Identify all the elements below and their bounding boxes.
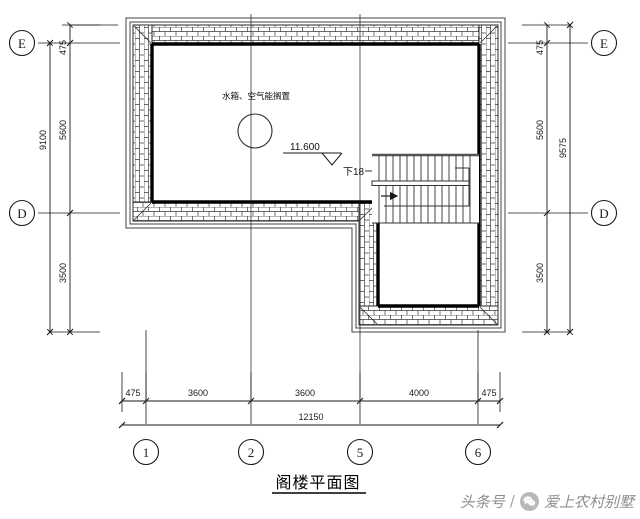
watermark-account: 爱上农村别墅 — [543, 492, 634, 511]
bottom-dimension-chain: 475 3600 3600 4000 475 12150 — [118, 388, 504, 429]
room-label-water-tank: 水箱、空气能搁置 — [222, 91, 291, 102]
right-dim-475: 475 — [535, 40, 545, 55]
water-tank-symbol — [237, 113, 273, 149]
drawing-title: 阁楼平面图 — [272, 473, 366, 494]
bottom-dim-475-left: 475 — [125, 388, 140, 398]
grid-bubble-2[interactable]: 2 — [237, 438, 265, 466]
bottom-dim-475-right: 475 — [481, 388, 496, 398]
grid-bubble-6-label: 6 — [475, 445, 482, 460]
watermark-separator: / — [509, 492, 515, 510]
right-dim-total-9575: 9575 — [558, 138, 568, 158]
eaves-outline — [125, 17, 506, 333]
elevation-value: 11.600 — [290, 142, 320, 153]
staircase: 下18 — [343, 153, 479, 224]
grid-bubble-1-label: 1 — [143, 445, 150, 460]
grid-bubble-2-label: 2 — [248, 445, 255, 460]
drawing-title-label: 阁楼平面图 — [275, 473, 360, 492]
grid-bubble-left-D-label: D — [17, 206, 26, 221]
watermark-source: 头条号 — [459, 492, 505, 511]
left-dim-3500: 3500 — [58, 263, 68, 283]
grid-bubble-right-D[interactable]: D — [590, 199, 618, 227]
grid-extension-lines — [38, 14, 588, 424]
grid-bubble-1[interactable]: 1 — [132, 438, 160, 466]
right-dim-5600: 5600 — [535, 120, 545, 140]
grid-bubble-5[interactable]: 5 — [346, 438, 374, 466]
bottom-dim-3600-b: 3600 — [295, 388, 315, 398]
grid-bubble-5-label: 5 — [357, 445, 364, 460]
grid-bubble-right-E-label: E — [600, 36, 608, 51]
right-dim-3500: 3500 — [535, 263, 545, 283]
watermark: 头条号 / 爱上农村别墅 — [460, 485, 634, 517]
grid-bubble-left-E-label: E — [18, 36, 26, 51]
bottom-dim-4000: 4000 — [409, 388, 429, 398]
stair-count-label: 下18 — [343, 167, 365, 178]
left-dim-total-9100: 9100 — [38, 130, 48, 150]
elevation-marker: 11.600 — [283, 142, 343, 166]
exterior-wall-band — [132, 24, 499, 326]
grid-bubble-6[interactable]: 6 — [464, 438, 492, 466]
bottom-dim-total-12150: 12150 — [298, 412, 323, 422]
wall-corner-marks — [133, 25, 498, 325]
bottom-dim-3600-a: 3600 — [188, 388, 208, 398]
grid-bubble-left-E[interactable]: E — [8, 29, 36, 57]
right-dimension-chain: 475 5600 3500 9575 — [522, 21, 574, 336]
wechat-icon — [519, 491, 539, 511]
grid-bubble-left-D[interactable]: D — [8, 199, 36, 227]
left-dim-5600: 5600 — [58, 120, 68, 140]
left-dimension-chain: 475 5600 3500 9100 — [38, 21, 100, 336]
grid-bubble-right-D-label: D — [599, 206, 608, 221]
left-dim-475: 475 — [58, 40, 68, 55]
grid-bubble-right-E[interactable]: E — [590, 29, 618, 57]
